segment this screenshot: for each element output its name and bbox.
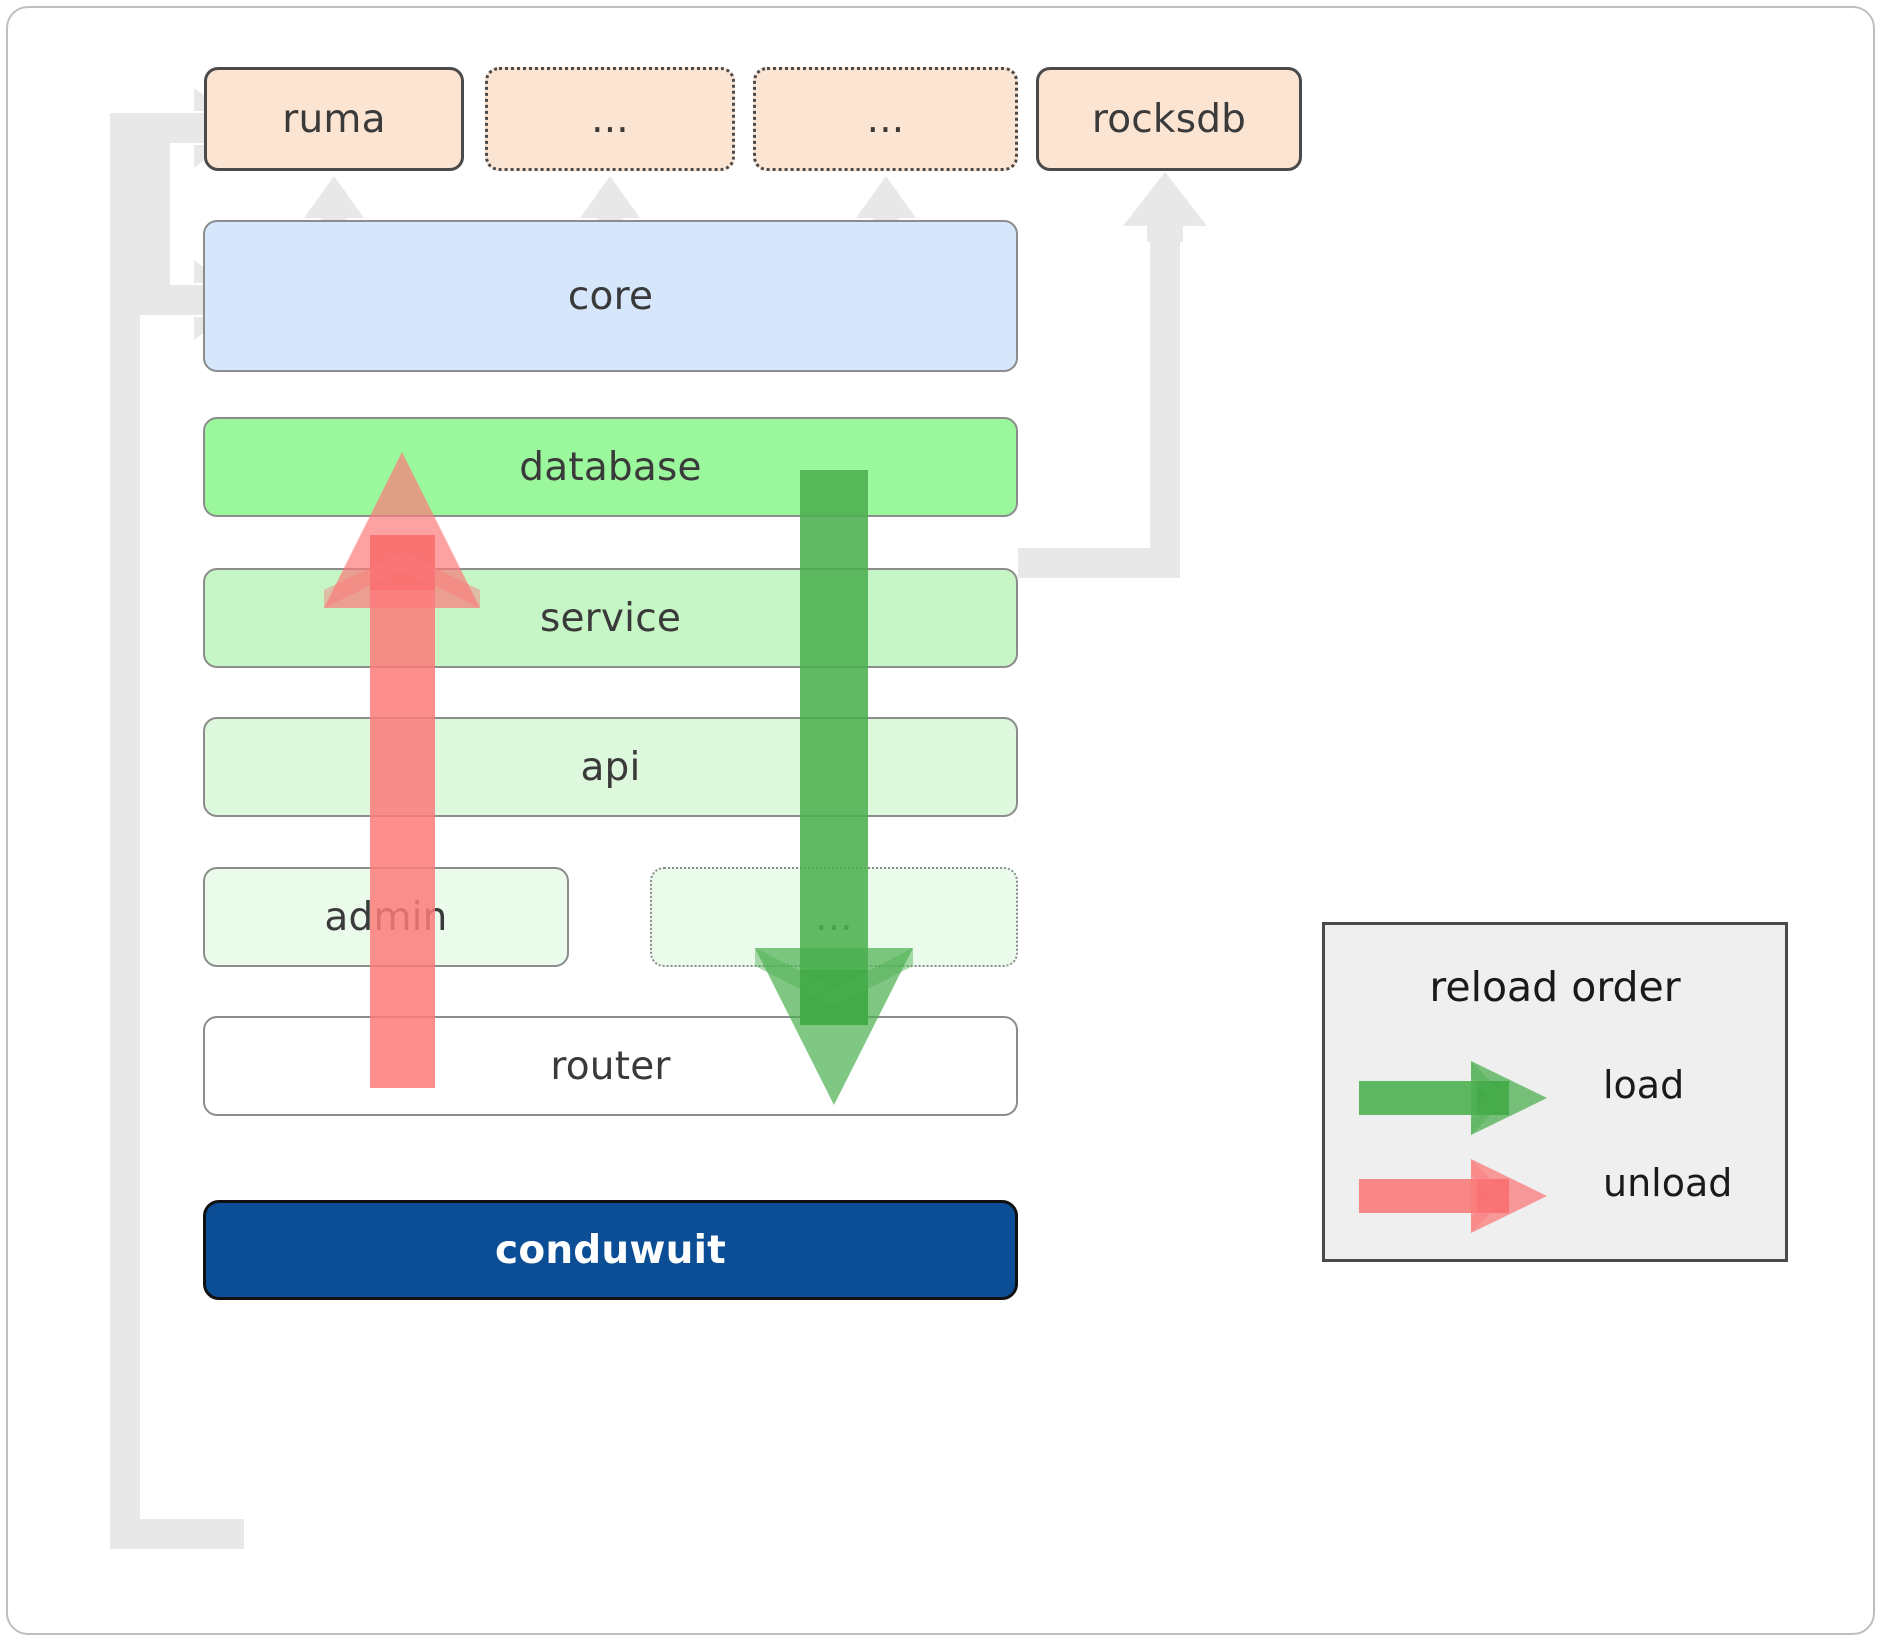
node-router-label: router: [550, 1043, 671, 1089]
legend-row-load: load: [1325, 1055, 1785, 1135]
node-service: service: [203, 568, 1018, 668]
node-ellipsis-top-2: ...: [753, 67, 1018, 171]
connector-database-to-rocksdb-h: [1018, 548, 1180, 578]
connector-trunk-vertical: [110, 128, 140, 1549]
legend-label-load: load: [1603, 1063, 1685, 1107]
node-ellipsis-admin-row-label: ...: [815, 894, 853, 940]
node-core: core: [203, 220, 1018, 372]
connector-arrowhead-core-to-ellipsis2: [856, 176, 916, 238]
node-service-label: service: [539, 595, 682, 641]
legend-title: reload order: [1429, 963, 1681, 1011]
node-ruma: ruma: [204, 67, 464, 171]
node-ellipsis-admin-row: ...: [650, 867, 1018, 967]
unload-legend-arrow-icon: [1359, 1159, 1547, 1233]
load-legend-arrow-icon: [1359, 1061, 1547, 1135]
connector-arrowhead-rocksdb: [1123, 172, 1207, 242]
node-rocksdb-label: rocksdb: [1091, 96, 1247, 142]
node-api: api: [203, 717, 1018, 817]
connector-arrowhead-core-to-ruma: [304, 176, 364, 238]
node-database-label: database: [519, 444, 702, 490]
connector-conduwuit-trunk: [110, 1519, 244, 1549]
legend-row-unload: unload: [1325, 1153, 1785, 1233]
node-admin: admin: [203, 867, 569, 967]
node-database: database: [203, 417, 1018, 517]
node-core-label: core: [567, 273, 654, 319]
legend-panel: reload order load unload: [1322, 922, 1788, 1262]
node-api-label: api: [580, 744, 641, 790]
node-admin-label: admin: [324, 894, 448, 940]
connector-arrowhead-core-to-ellipsis1: [580, 176, 640, 238]
node-conduwuit: conduwuit: [203, 1200, 1018, 1300]
connector-database-to-rocksdb-v: [1150, 210, 1180, 578]
node-conduwuit-label: conduwuit: [495, 1227, 726, 1273]
node-ellipsis-top-2-label: ...: [866, 96, 905, 142]
legend-label-unload: unload: [1603, 1161, 1733, 1205]
node-rocksdb: rocksdb: [1036, 67, 1302, 171]
connector-branch-core-riser: [140, 128, 170, 315]
node-router: router: [203, 1016, 1018, 1116]
node-ruma-label: ruma: [282, 96, 386, 142]
node-ellipsis-top-1-label: ...: [591, 96, 629, 142]
node-ellipsis-top-1: ...: [485, 67, 735, 171]
